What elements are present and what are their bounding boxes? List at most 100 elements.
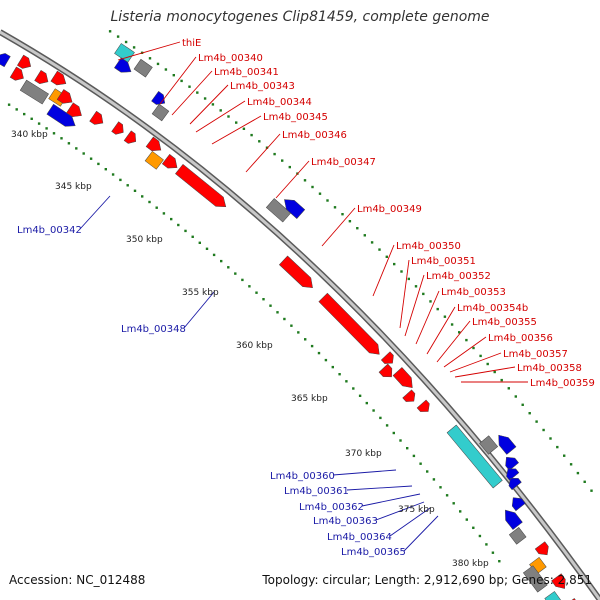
tick-dot xyxy=(422,292,425,296)
tick-dot xyxy=(148,57,152,60)
gene-feature xyxy=(479,435,499,455)
tick-dot xyxy=(465,518,468,521)
tick-dot xyxy=(458,331,461,334)
scale-label: 380 kbp xyxy=(452,559,489,569)
tick-dot xyxy=(379,416,382,420)
gene-labels: thiELm4b_00340Lm4b_00341Lm4b_00343Lm4b_0… xyxy=(17,38,595,558)
tick-dot xyxy=(318,192,322,195)
reverse-gene-label: Lm4b_00365 xyxy=(341,547,406,558)
tick-dot xyxy=(563,454,566,457)
tick-dot xyxy=(177,223,180,227)
gene-feature xyxy=(175,164,227,208)
gene-feature xyxy=(511,497,526,512)
gene-feature xyxy=(416,399,430,412)
tick-dot xyxy=(234,272,237,275)
gene-feature xyxy=(114,57,132,73)
topology-text: Topology: circular; Length: 2,912,690 bp… xyxy=(262,573,592,587)
tick-dot xyxy=(378,248,381,251)
leader-line xyxy=(443,336,487,368)
tick-dot xyxy=(265,146,269,149)
gene-shape xyxy=(505,509,523,530)
forward-gene-label: Lm4b_00352 xyxy=(426,271,491,282)
gene-feature xyxy=(446,424,503,489)
tick-dot xyxy=(288,165,291,169)
tick-dot xyxy=(191,235,194,238)
gene-shape xyxy=(318,292,380,355)
gene-shape xyxy=(479,435,499,455)
tick-dot xyxy=(219,109,222,112)
tick-dot xyxy=(248,285,251,288)
reverse-gene-label: Lm4b_00342 xyxy=(17,225,82,236)
tick-dot xyxy=(126,184,129,187)
gene-feature xyxy=(278,255,313,288)
gene-shape xyxy=(544,591,573,600)
tick-dot xyxy=(569,463,573,466)
tick-dot xyxy=(450,323,454,326)
gene-feature xyxy=(19,79,49,105)
gene-feature xyxy=(284,199,306,219)
tick-dot xyxy=(472,526,475,529)
tick-dot xyxy=(89,157,93,160)
tick-dot xyxy=(576,471,580,475)
gene-shape xyxy=(19,79,49,105)
tick-dot xyxy=(164,68,168,71)
leader-line xyxy=(389,507,431,537)
gene-feature xyxy=(114,43,135,63)
gene-shape xyxy=(511,497,526,512)
gene-shape xyxy=(378,363,393,378)
tick-dot xyxy=(255,291,258,294)
tick-dot xyxy=(432,478,436,481)
gene-feature xyxy=(9,66,24,81)
reverse-gene-label: Lm4b_00362 xyxy=(299,502,364,513)
tick-dot xyxy=(452,502,455,505)
tick-dot xyxy=(385,255,388,258)
leader-line xyxy=(454,366,516,378)
gene-shape xyxy=(34,69,49,84)
tick-dot xyxy=(399,439,402,442)
reverse-gene-label: Lm4b_00360 xyxy=(270,471,335,482)
tick-dot xyxy=(235,121,238,124)
tick-dot xyxy=(372,409,375,412)
gene-shape xyxy=(522,565,548,593)
gene-feature xyxy=(380,351,394,364)
tick-dot xyxy=(445,494,449,497)
scale-label: 375 kbp xyxy=(398,505,435,515)
tick-dot xyxy=(170,217,173,221)
tick-dot xyxy=(162,212,166,215)
tick-dot xyxy=(317,351,321,355)
gene-feature xyxy=(508,527,527,545)
leader-line xyxy=(436,320,471,363)
gene-feature xyxy=(151,103,170,122)
map-title: Listeria monocytogenes Clip81459, comple… xyxy=(110,9,490,25)
leader-line xyxy=(211,115,262,145)
gene-shape xyxy=(56,89,73,104)
tick-dot xyxy=(227,266,230,269)
gene-feature xyxy=(66,102,82,117)
scale-label: 365 kbp xyxy=(291,394,328,404)
reverse-gene-label: Lm4b_00361 xyxy=(284,486,349,497)
tick-dot xyxy=(52,132,56,135)
tick-dot xyxy=(30,117,33,120)
tick-dot xyxy=(82,152,85,155)
gene-shape xyxy=(111,121,124,135)
gene-feature xyxy=(505,456,519,471)
tick-dot xyxy=(220,259,223,263)
tick-dot xyxy=(407,277,410,281)
forward-gene-label: Lm4b_00347 xyxy=(311,157,376,168)
tick-dot xyxy=(148,200,151,204)
tick-dot xyxy=(528,412,531,415)
tick-dot xyxy=(242,127,246,130)
leader-line xyxy=(117,41,181,61)
gene-shape xyxy=(508,477,522,491)
gene-shape xyxy=(161,154,178,169)
tick-dot xyxy=(37,122,41,125)
gene-feature xyxy=(544,591,573,600)
tick-dot xyxy=(116,35,120,38)
leader-line xyxy=(404,274,425,337)
forward-gene-label: Lm4b_00351 xyxy=(411,256,476,267)
tick-dot xyxy=(269,304,272,307)
gene-shape xyxy=(380,351,394,364)
tick-dot xyxy=(429,300,432,303)
tick-dot xyxy=(156,62,160,66)
